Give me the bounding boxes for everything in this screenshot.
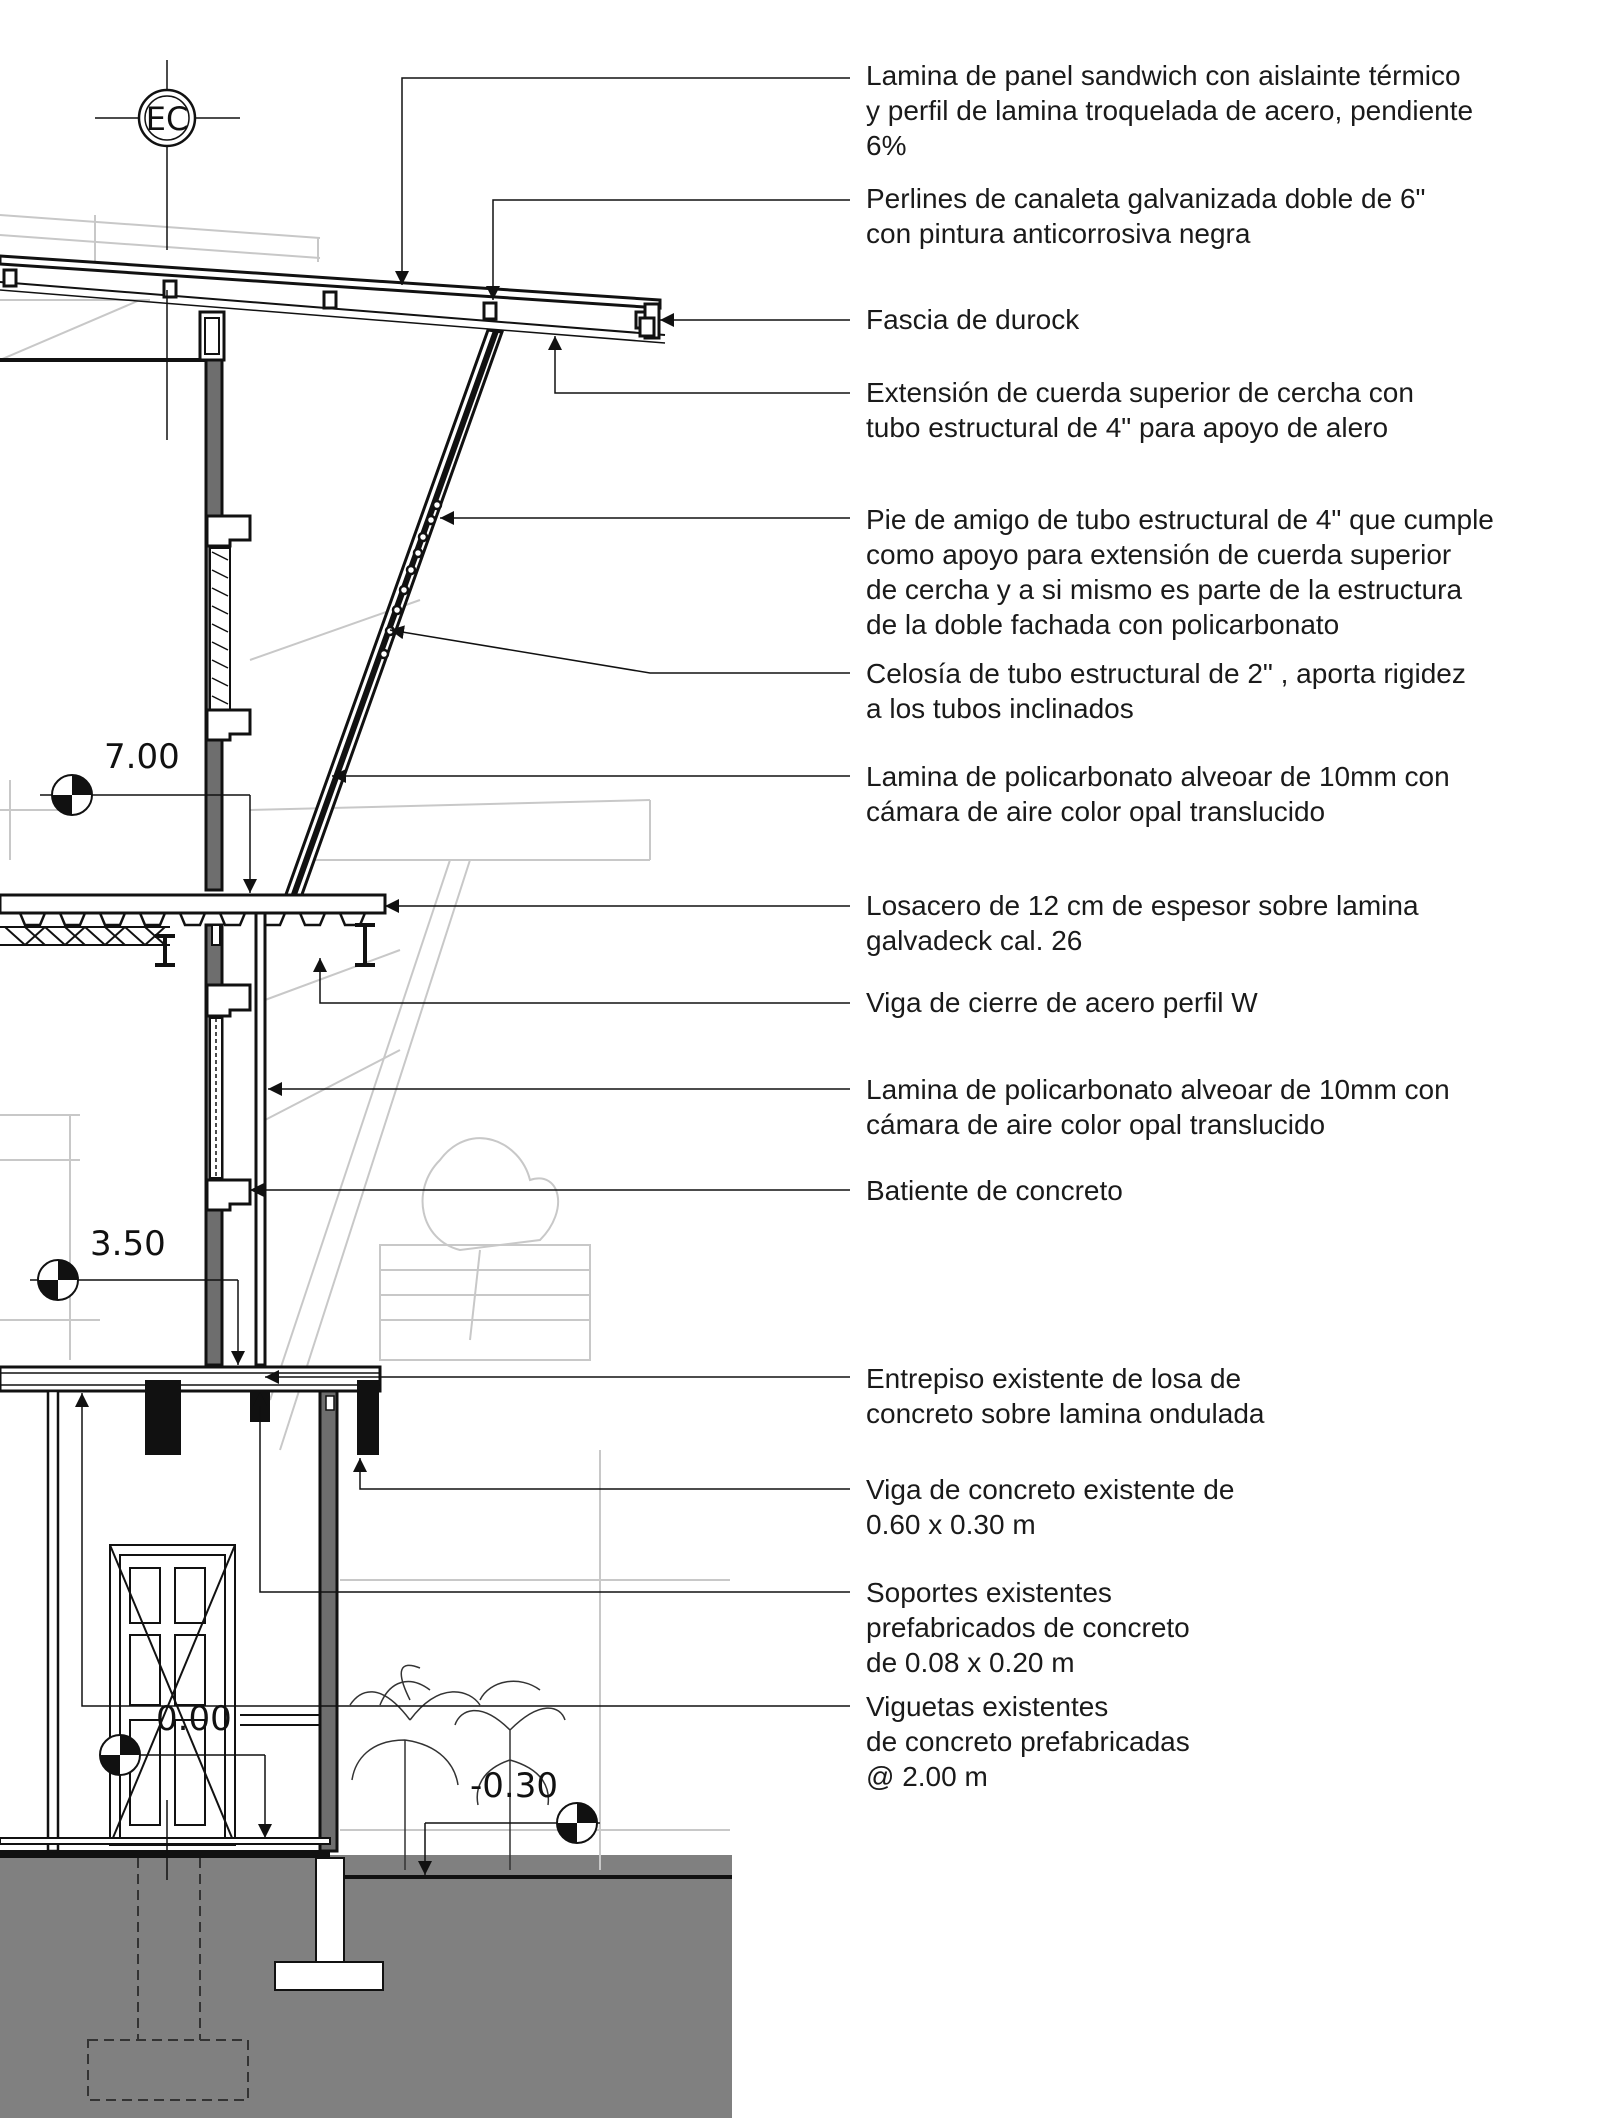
middle-wall [204, 911, 267, 1367]
footing [274, 1857, 384, 1991]
note-fascia: Fascia de durock [866, 304, 1080, 335]
level-label-700: 7.00 [104, 737, 180, 777]
leader-purlins [486, 199, 850, 300]
level-label-000: 0.00 [156, 1699, 232, 1739]
existing-slab [0, 1365, 382, 1853]
level-label-m030: -0.30 [470, 1766, 558, 1806]
leader-closure-beam [313, 958, 850, 1004]
section-tag: EC [137, 88, 197, 148]
note-polycarbonate-lower: Lamina de policarbonato alveoar de 10mm … [866, 1074, 1450, 1140]
level-marker-700: 7.00 [40, 737, 257, 893]
note-polycarbonate-upper: Lamina de policarbonato alveoar de 10mm … [866, 761, 1450, 827]
note-truss-extension: Extensión de cuerda superior de cercha c… [866, 377, 1414, 443]
level-marker-m030: -0.30 [418, 1766, 600, 1875]
note-closure-beam: Viga de cierre de acero perfil W [866, 987, 1258, 1018]
leader-lattice [389, 625, 850, 674]
plant-sketch [349, 1664, 566, 1870]
note-steel-deck: Losacero de 12 cm de espesor sobre lamin… [866, 890, 1419, 956]
leader-supports [253, 1392, 850, 1593]
leader-joists [75, 1393, 850, 1707]
note-purlins: Perlines de canaleta galvanizada doble d… [866, 183, 1426, 249]
fascia [638, 302, 661, 340]
steel-deck-slab [0, 893, 387, 967]
leader-truss-extension [548, 336, 850, 394]
level-label-350: 3.50 [90, 1224, 166, 1264]
note-joists: Viguetas existentes de concreto prefabri… [866, 1691, 1190, 1792]
section-tag-label: EC [146, 100, 189, 138]
door [0, 1544, 331, 1846]
note-batiente: Batiente de concreto [866, 1175, 1123, 1206]
note-concrete-beam: Viga de concreto existente de 0.60 x 0.3… [866, 1474, 1235, 1540]
note-strut: Pie de amigo de tubo estructural de 4" q… [866, 504, 1494, 640]
upper-wall [198, 310, 252, 892]
level-marker-350: 3.50 [30, 1224, 245, 1365]
note-lattice: Celosía de tubo estructural de 2" , apor… [866, 658, 1466, 724]
leader-roof-panel [395, 77, 850, 285]
note-supports: Soportes existentes prefabricados de con… [866, 1577, 1190, 1678]
level-marker-000: 0.00 [99, 1699, 272, 1838]
note-existing-slab: Entrepiso existente de losa de concreto … [866, 1363, 1265, 1429]
leader-lines [75, 77, 850, 1707]
note-roof-panel: Lamina de panel sandwich con aislainte t… [866, 60, 1474, 161]
inclined-strut [281, 328, 505, 902]
leader-concrete-beam [353, 1458, 850, 1490]
